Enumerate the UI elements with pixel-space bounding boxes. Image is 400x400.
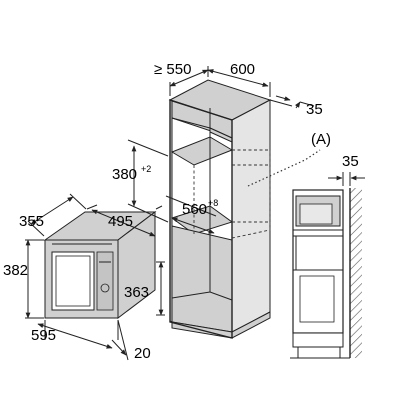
mw-inner-height-dimension: 363: [124, 261, 165, 316]
callout-a-label: (A): [311, 131, 331, 148]
tall-cabinet: [168, 79, 272, 339]
niche-height-tol: +2: [141, 164, 151, 174]
cab-gap-dimension: 35: [269, 95, 323, 118]
mw-width-top-dimension: 495: [86, 204, 163, 237]
cab-width-label: 600: [230, 61, 255, 78]
mw-width-label: 595: [31, 327, 56, 344]
mw-height-dimension: 382: [3, 239, 44, 319]
cab-gap-label: 35: [306, 101, 323, 118]
cab-depth-label: ≥ 550: [154, 61, 191, 78]
side-gap-dimension: 35: [328, 153, 365, 186]
niche-height-dimension: 380 +2: [112, 139, 169, 223]
mw-front-depth-label: 20: [134, 345, 151, 362]
mw-inner-height-label: 363: [124, 284, 149, 301]
side-view: [290, 188, 362, 359]
mw-width-top-label: 495: [108, 213, 133, 230]
niche-height-label: 380: [112, 166, 137, 183]
mw-front-depth-dimension: 20: [111, 319, 151, 362]
niche-width-dimension: 560 +8: [165, 195, 218, 234]
mw-depth-label: 355: [19, 213, 44, 230]
mw-width-dimension: 595: [31, 320, 119, 349]
cab-width-dimension: 600: [207, 61, 271, 97]
microwave-oven: [43, 210, 157, 320]
niche-width-label: 560: [182, 201, 207, 218]
mw-depth-dimension: 355: [19, 193, 87, 237]
niche-width-tol: +8: [208, 198, 218, 208]
cab-depth-dimension: ≥ 550: [154, 61, 209, 96]
callout-a: (A): [247, 131, 331, 187]
side-gap-label: 35: [342, 153, 359, 170]
mw-height-label: 382: [3, 262, 28, 279]
